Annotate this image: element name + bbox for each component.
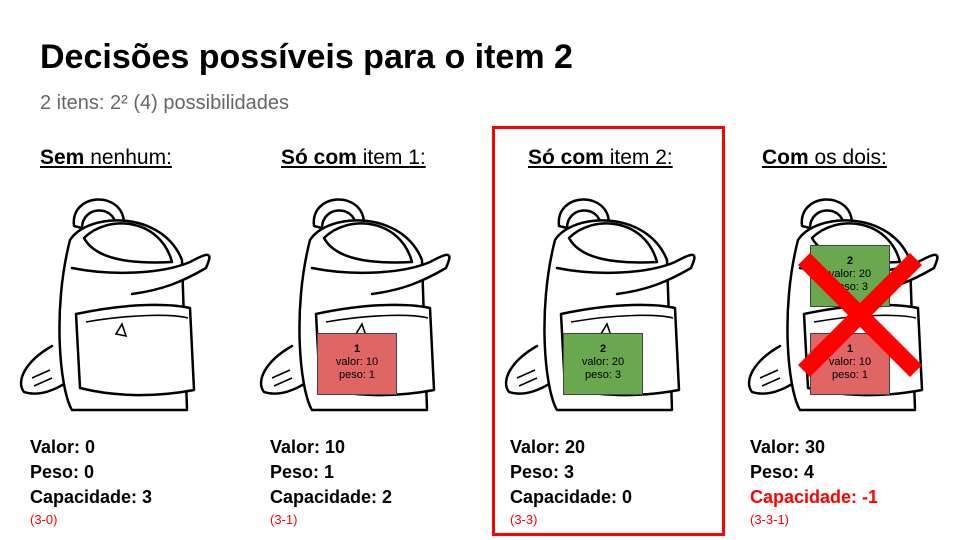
formula-label: (3-0) [30,512,58,527]
column-header-item1: Só com item 1: [281,146,426,169]
valor-label: Valor: 10 [270,437,346,457]
stats-item1: Valor: 10 Peso: 1 Capacidade: 2 [270,435,392,510]
formula-label: (3-3) [510,512,538,527]
page-title: Decisões possíveis para o item 2 [40,38,573,76]
valor-label: Valor: 30 [750,437,826,457]
peso-label: Peso: 3 [510,462,575,482]
column-header-item2: Só com item 2: [528,146,673,169]
valor-label: Valor: 20 [510,437,586,457]
capacidade-label: Capacidade: -1 [750,487,879,507]
valor-label: Valor: 0 [30,437,96,457]
item-2-box: 2 valor: 20 peso: 3 [563,333,643,395]
stats-item2: Valor: 20 Peso: 3 Capacidade: 0 [510,435,632,510]
column-header-none: Sem nenhum: [40,146,172,169]
stats-both: Valor: 30 Peso: 4 Capacidade: -1 [750,435,878,510]
stats-none: Valor: 0 Peso: 0 Capacidade: 3 [30,435,152,510]
capacidade-label: Capacidade: 2 [270,487,393,507]
capacidade-label: Capacidade: 0 [510,487,633,507]
peso-label: Peso: 4 [750,462,815,482]
page-subtitle: 2 itens: 2² (4) possibilidades [40,92,290,114]
highlight-frame [492,126,725,536]
formula-label: (3-1) [270,512,298,527]
column-header-both: Com os dois: [762,146,887,169]
cross-icon [798,253,922,377]
backpack-icon [19,198,211,412]
formula-label: (3-3-1) [750,512,790,527]
peso-label: Peso: 0 [30,462,95,482]
item-1-box: 1 valor: 10 peso: 1 [317,333,397,395]
capacidade-label: Capacidade: 3 [30,487,153,507]
peso-label: Peso: 1 [270,462,335,482]
